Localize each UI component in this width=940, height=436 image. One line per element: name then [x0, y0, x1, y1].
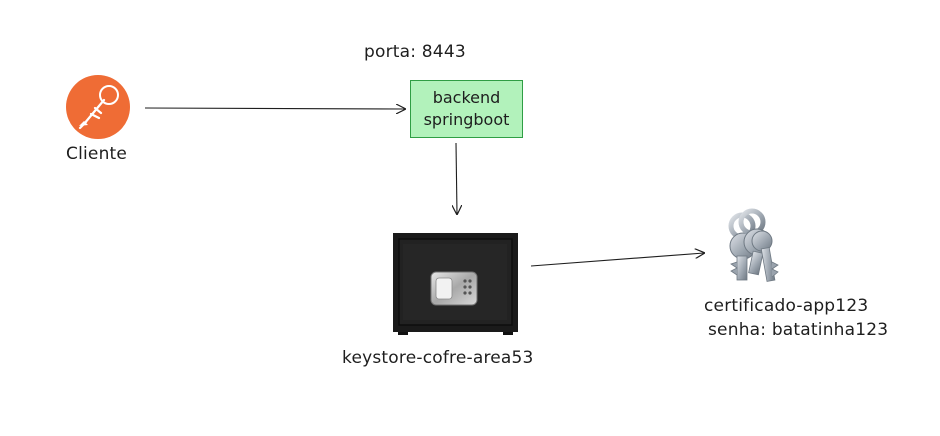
backend-springboot-node[interactable]: backend springboot: [410, 80, 523, 138]
postman-astronaut-icon: [66, 75, 130, 139]
arrow-backend-to-vault: [456, 142, 457, 214]
safe-icon: [393, 233, 518, 335]
backend-label-line2: springboot: [423, 110, 510, 129]
keys-icon: [728, 208, 779, 282]
vault-label: keystore-cofre-area53: [342, 348, 534, 368]
backend-label-line1: backend: [432, 88, 501, 107]
certificate-password-label: senha: batatinha123: [708, 320, 889, 340]
arrow-client-to-backend: [144, 108, 405, 109]
arrow-vault-to-keys: [530, 253, 704, 267]
port-label: porta: 8443: [364, 42, 466, 62]
certificate-label: certificado-app123: [704, 296, 869, 316]
client-label: Cliente: [66, 144, 128, 164]
